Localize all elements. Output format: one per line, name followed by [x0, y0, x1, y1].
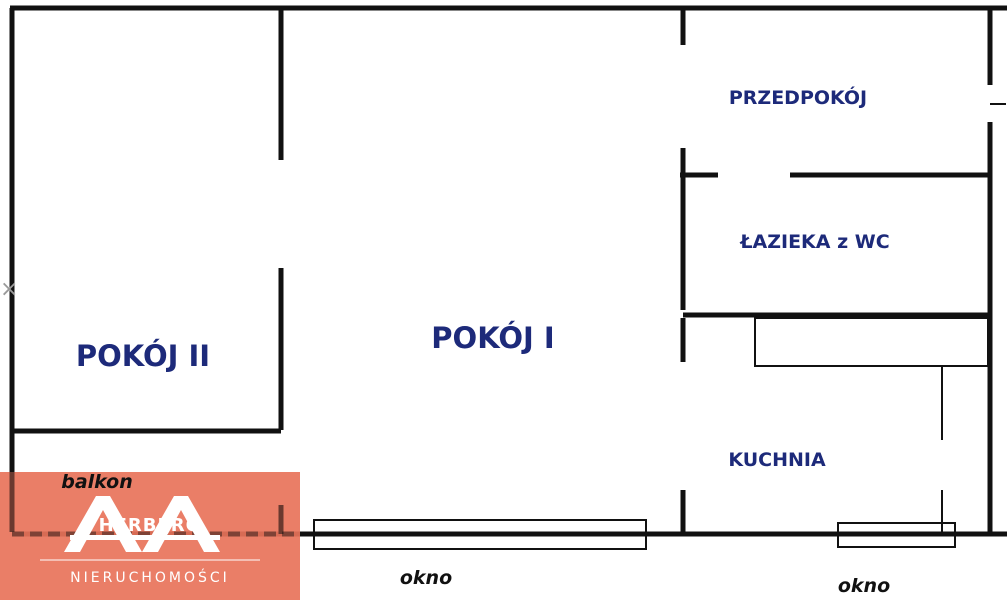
- note-okno-right: okno: [838, 575, 890, 597]
- right-wall: [987, 8, 1006, 534]
- close-icon: ×: [0, 277, 18, 302]
- room-label-przedpokoj: PRZEDPOKÓJ: [729, 85, 867, 109]
- note-okno-left: okno: [400, 567, 452, 589]
- room-label-pokoj-2: POKÓJ II: [76, 339, 210, 373]
- logo-mark-icon: [64, 496, 220, 552]
- note-balkon: balkon: [61, 471, 132, 493]
- logo-subtitle: NIERUCHOMOŚCI: [70, 568, 230, 586]
- agency-logo: balkon HERBERG NIERUCHOMOŚCI: [0, 471, 300, 600]
- kitchen-counter: [754, 317, 989, 534]
- room-label-lazienka: ŁAZIEKA z WC: [739, 231, 889, 253]
- room-label-kuchnia: KUCHNIA: [728, 449, 826, 471]
- room-label-pokoj-1: POKÓJ I: [431, 321, 554, 355]
- window-right: [837, 522, 956, 548]
- logo-brand: HERBERG: [99, 515, 202, 536]
- window-left: [313, 519, 647, 550]
